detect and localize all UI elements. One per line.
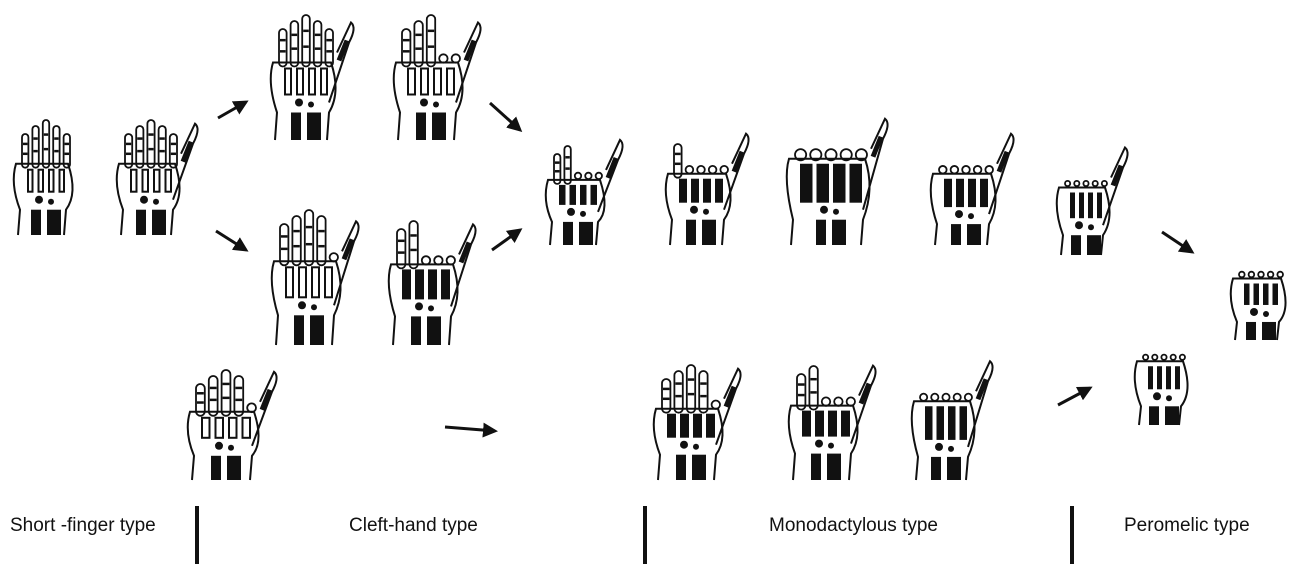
label-short-finger-type: Short -finger type [10,515,156,537]
hand-cleft-bottom-2 [389,221,476,345]
arrow-lower-to-mono [445,427,495,431]
arrow-to-peromelic-top [1162,232,1192,252]
hand-mono-bottom-3 [912,361,993,480]
hand-mono-top-4 [1057,148,1128,256]
label-cleft-hand-type: Cleft-hand type [349,515,478,537]
arrow-top-to-transition [490,103,520,130]
arrow-to-peromelic-bottom [1058,388,1090,405]
hand-cleft-bottom-1 [272,210,359,345]
hand-cleft-lower [188,370,277,480]
arrow-to-cleft-bottom [216,231,246,250]
divider-1 [195,506,199,564]
divider-3 [1070,506,1074,564]
hand-mono-top-1 [666,134,749,245]
hand-peromelic-2 [1231,272,1286,340]
hand-transition [546,140,623,245]
label-monodactylous-type: Monodactylous type [769,515,938,537]
hand-cleft-top-1 [271,15,354,140]
divider-2 [643,506,647,564]
hand-mono-bottom-2 [789,366,876,480]
hand-peromelic-1 [1135,355,1188,425]
hand-mono-top-3 [931,134,1014,245]
hand-short-finger-1 [14,120,73,235]
hand-mono-top-2 [787,119,888,245]
arrow-bottom-to-transition [492,230,520,250]
hand-mono-bottom-1 [654,365,741,480]
arrow-to-cleft-top [218,102,246,118]
label-peromelic-type: Peromelic type [1124,515,1250,537]
hand-short-finger-2 [117,120,198,235]
hand-cleft-top-2 [394,15,481,140]
